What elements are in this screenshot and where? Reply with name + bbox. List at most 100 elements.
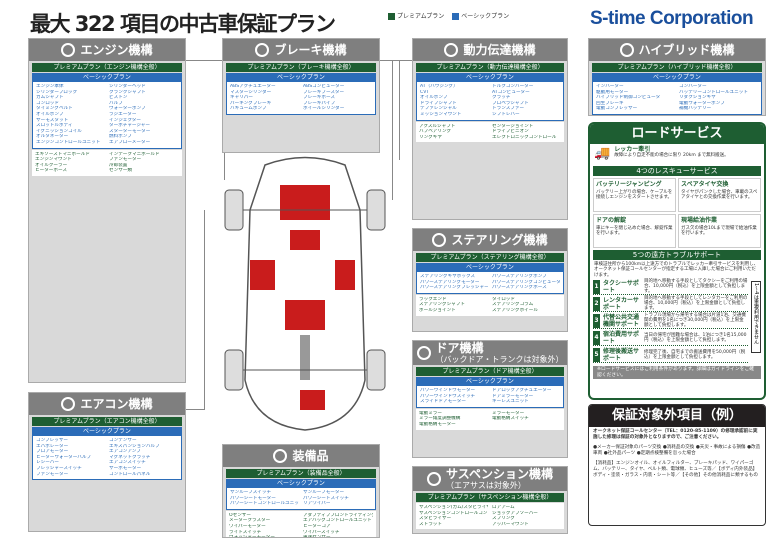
list-item: ミッションマウント — [420, 111, 462, 117]
support-desc: 目的地へ移動する手段としてレンタカーをご利用の場合、10,000円（税込）を上限… — [644, 296, 748, 312]
road-service-footer: ※ロードサービスにはご利用条件があります。詳細はガイドラインをご確認ください。 — [593, 366, 761, 380]
engine-title: エンジン機構 — [80, 42, 153, 57]
list-item: ブレーキブースター — [303, 89, 345, 95]
list-item: コントロールパネル — [109, 471, 151, 477]
aircon-basic-label: ベーシックプラン — [33, 428, 181, 436]
hybrid-title: ハイブリッド機構 — [638, 42, 735, 57]
list-item: ステアリングギヤボックス — [420, 274, 475, 279]
support-label: レンタカーサポート — [603, 296, 639, 311]
aircon-header: エアコン機構 — [29, 393, 185, 415]
door-premium-label: プレミアムプラン（ドア機構全般） — [416, 367, 564, 376]
suspension-premium-label: プレミアムプラン（サスペンション機構全般） — [416, 493, 564, 502]
brake-header: ブレーキ機構 — [223, 39, 379, 61]
list-item: プロペラシャフト — [492, 100, 529, 106]
list-item: アダプティブフロントライティング — [303, 512, 373, 518]
equipment-header: 装備品 — [223, 445, 379, 467]
list-item: ABSコンピューター — [303, 84, 345, 89]
aircon-panel: エアコン機構 プレミアムプラン（エアコン機構全般）ベーシックプランコンプレッサー… — [28, 392, 186, 532]
list-item: アッパーマウント — [492, 521, 529, 527]
list-item: シリンダーヘッド — [109, 84, 146, 89]
legend-premium: プレミアムプラン — [388, 11, 444, 20]
list-item: 燃料ポンプ — [109, 134, 132, 140]
company-logo: S-time Corporation — [590, 8, 754, 29]
steering-header: ステアリング機構 — [413, 229, 567, 251]
list-item: エキゾーストマニホールド — [35, 151, 90, 157]
list-item: マスターシリンダー — [230, 89, 272, 95]
legend-premium-label: プレミアムプラン — [397, 13, 445, 20]
hybrid-header: ハイブリッド機構 — [589, 39, 765, 61]
list-item: サスペンション(カム/スタビライザー) — [419, 505, 488, 510]
list-item: ライトスイッチ — [229, 529, 262, 535]
engine-icon — [61, 43, 76, 57]
suspension-icon — [427, 472, 442, 486]
list-item: ワイパーモーター — [229, 523, 266, 529]
suspension-title: サスペンション機構 — [446, 467, 553, 481]
list-item: タイロッド — [492, 296, 515, 302]
list-item: サンルーフモーター — [303, 490, 345, 495]
list-item: オイルクーラー — [35, 162, 68, 168]
hybrid-basic-plan: ベーシックプランインバーターコンバーター駆動用モーターバッテリーコントロールユニ… — [592, 73, 762, 115]
list-item: ブレーキパイプ — [303, 100, 336, 106]
support-number: 2 — [593, 296, 600, 311]
list-item: パワーステアリングコンピュータ — [492, 279, 560, 285]
rescue-grid: バッテリージャンピングバッテリー上がりの場合、ケーブルを接続しエンジンをスタート… — [590, 178, 764, 248]
steering-basic-plan: ベーシックプランステアリングギヤボックスパワーステアリングポンプパワーステアリン… — [416, 263, 564, 294]
rescue-label: バッテリージャンピング — [596, 181, 662, 188]
list-item: ショックアブソーバー — [492, 510, 538, 516]
list-item: キーレスユニット — [492, 399, 529, 405]
door-title: ドア機構 — [435, 341, 484, 355]
exclusions-panel: 保証対象外項目（例） オークネット保証コールセンター（TEL：0120-85-1… — [588, 404, 766, 526]
rescue-service: スペアタイヤ交換タイヤがパンクした場合、車載のスペアタイヤとの交換作業を行います… — [678, 178, 761, 212]
list-item: 車速センサー — [303, 535, 331, 538]
list-item: スタビライザー — [419, 516, 452, 522]
equipment-basic-label: ベーシックプラン — [227, 480, 375, 488]
equipment-premium-items: Oセンサーアダプティブフロントライティングメータークラスターエアバッグコントロー… — [226, 510, 376, 538]
list-item: アクスルシャフト — [419, 123, 456, 129]
list-item: コンプレッサー — [36, 438, 69, 443]
list-item: バキュームポンプ — [230, 106, 267, 112]
aircon-basic-plan: ベーシックプランコンプレッサーコンデンサーエバポレーターエキスパンションバルブブ… — [32, 427, 182, 481]
list-item: マグネットクラッチ — [109, 454, 151, 460]
list-item: サンルーフスイッチ — [230, 490, 272, 495]
list-item: ヒーターコア — [303, 523, 331, 529]
list-item: ミラー角度調整機構 — [419, 416, 461, 422]
rescue-desc: ガス欠の場合10Lまで現場で給油作業を行います。 — [681, 226, 757, 237]
rescue-service: 現場給油作業ガス欠の場合10Lまで現場で給油作業を行います。 — [678, 214, 761, 248]
engine-basic-label: ベーシックプラン — [33, 74, 181, 82]
list-item: サスペンションコントロールコンピュータ — [419, 510, 488, 516]
powertrain-icon — [444, 43, 459, 57]
list-item: カムシャフト — [36, 95, 64, 101]
list-item: ホイールシリンダー — [303, 106, 345, 112]
list-item: 冷却装置 — [109, 162, 128, 168]
engine-basic-plan: ベーシックプランエンジン本体シリンダーヘッドシリンダーブロッククランクシャフトカ… — [32, 73, 182, 149]
equipment-panel: 装備品 プレミアムプラン（装備品全般）ベーシックプランサンルーフスイッチサンルー… — [222, 444, 380, 538]
hybrid-premium-label: プレミアムプラン（ハイブリッド機構全般） — [592, 63, 762, 72]
list-item: パワーステアリングポンプ — [492, 274, 547, 279]
tow-desc: 故障により自走不能の場合に限り 20km まで無料搬送。 — [614, 153, 729, 158]
list-item: センタージョイント — [492, 123, 534, 129]
list-item: ブレーキホース — [303, 95, 335, 101]
brake-premium-label: プレミアムプラン（ブレーキ機構全般） — [226, 63, 376, 72]
list-item: ヒーターホース — [35, 168, 67, 174]
legend: プレミアムプラン ベーシックプラン — [388, 11, 509, 20]
equipment-title: 装備品 — [292, 448, 329, 463]
rescue-service: バッテリージャンピングバッテリー上がりの場合、ケーブルを接続しエンジンをスタート… — [593, 178, 676, 212]
list-item: ボールジョイント — [419, 307, 456, 313]
list-item: ステアリングホイール — [492, 307, 538, 313]
list-item: エアコンスイッチ — [109, 460, 146, 466]
door-basic-plan: ベーシックプランパワーウインドウモータードアロックアクチュエーターパワーウインド… — [416, 377, 564, 408]
support-label: 修理後搬送サポート — [603, 347, 640, 362]
steering-title: ステアリング機構 — [451, 232, 548, 247]
list-item: ファンモーター — [109, 157, 142, 163]
list-item: バルブ — [109, 100, 123, 106]
list-item: リアワイパー — [303, 501, 331, 507]
suspension-subtitle: （エアサスは対象外） — [446, 481, 526, 490]
list-item: コンバーター — [679, 84, 707, 89]
list-item: パワーシートモーター — [230, 495, 276, 501]
trouble-intro: 車検証住所から100km以上遠方でのトラブルでレッカー牽引サービスを利用し、オー… — [594, 262, 759, 278]
list-item: コンデンサー — [109, 438, 137, 443]
legend-basic: ベーシックプラン — [452, 11, 509, 20]
